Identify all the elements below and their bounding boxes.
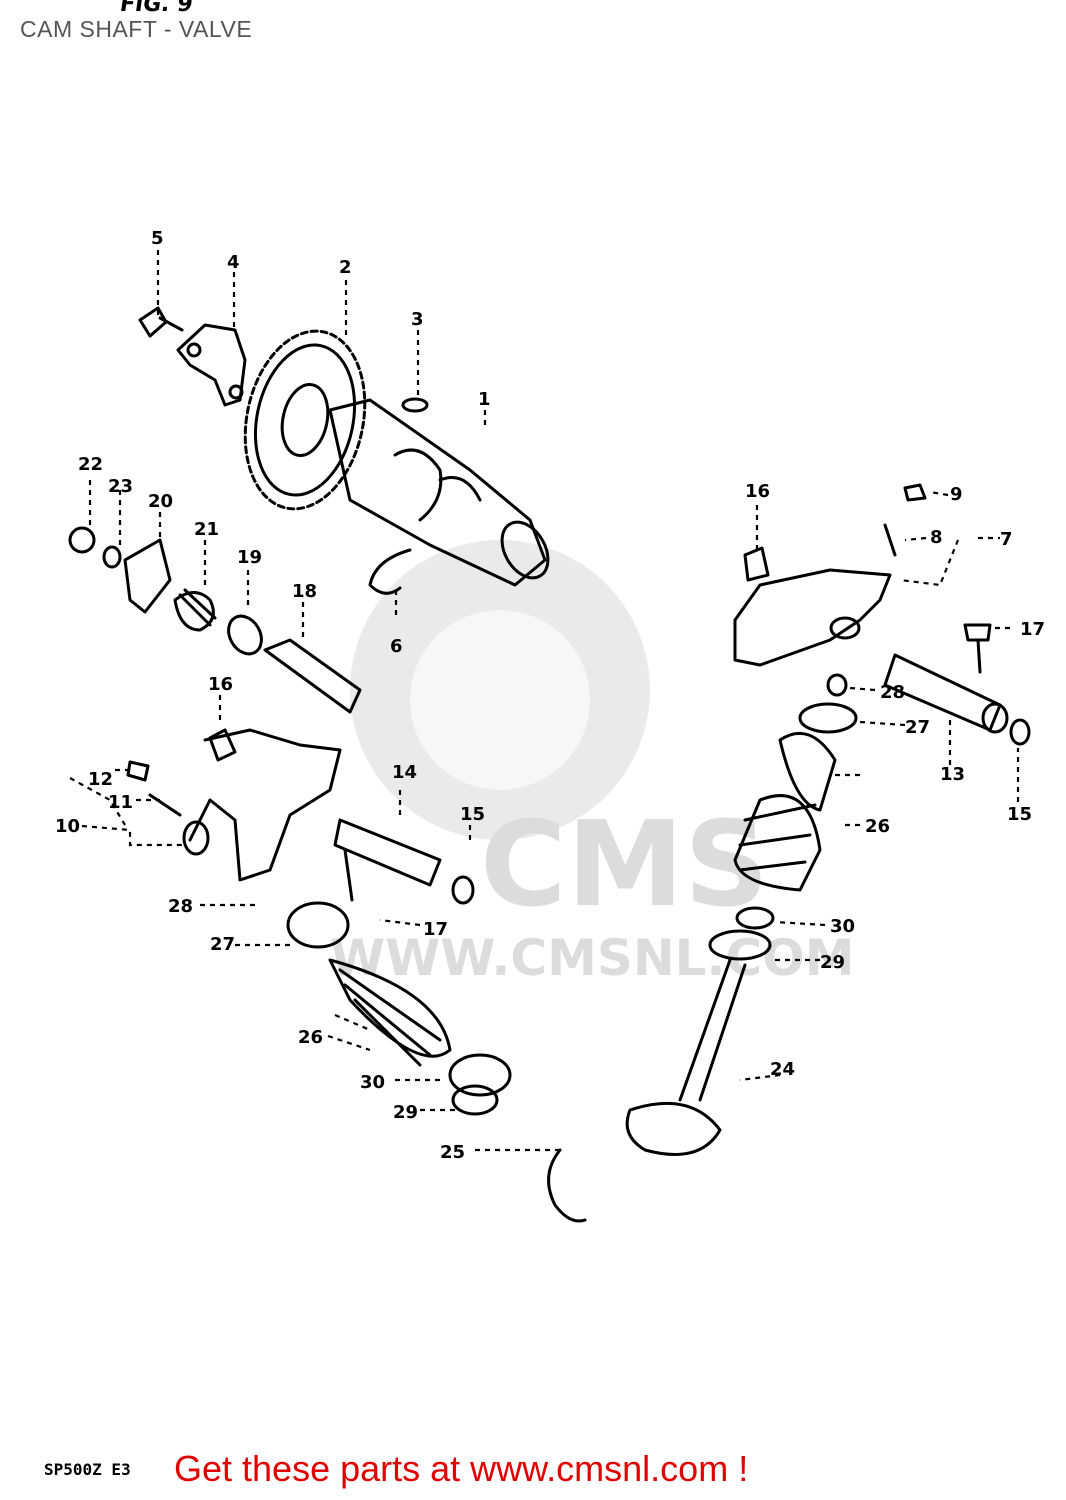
part-valve-spring-left <box>286 901 587 1223</box>
part-pin-and-clip <box>368 397 429 595</box>
callout-28-left: 28 <box>168 896 193 917</box>
part-plate-and-bolt <box>138 306 247 407</box>
callout-29-left: 29 <box>393 1102 418 1123</box>
callout-27-right: 27 <box>905 717 930 738</box>
callout-16-left: 16 <box>208 674 233 695</box>
part-rocker-arm-left <box>126 728 475 905</box>
leader-lines <box>69 250 1020 1152</box>
callout-1: 1 <box>478 389 491 410</box>
callout-13: 13 <box>940 764 965 785</box>
model-code: SP500Z E3 <box>44 1460 131 1479</box>
callout-15-left: 15 <box>460 804 485 825</box>
part-cam-sprocket <box>243 329 367 511</box>
page-title: CAM SHAFT - VALVE <box>20 16 253 42</box>
callout-26-right: 26 <box>865 816 890 837</box>
callout-22: 22 <box>78 454 103 475</box>
callout-labels: 1 2 3 4 5 6 7 8 9 10 11 12 13 14 15 15 1… <box>55 228 1045 1163</box>
callout-16-right: 16 <box>745 481 770 502</box>
callout-15-right: 15 <box>1007 804 1032 825</box>
callout-24: 24 <box>770 1059 795 1080</box>
part-rocker-arm-right <box>733 483 1031 746</box>
callout-2: 2 <box>339 257 352 278</box>
part-camshaft <box>328 398 550 587</box>
watermark: CMS WWW.CMSNL.COM <box>330 540 855 987</box>
callout-7: 7 <box>1000 529 1013 550</box>
callout-12: 12 <box>88 769 113 790</box>
callout-20: 20 <box>148 491 173 512</box>
part-valve-spring-right <box>625 673 858 1156</box>
callout-30-right: 30 <box>830 916 855 937</box>
callout-9: 9 <box>950 484 963 505</box>
callout-21: 21 <box>194 519 219 540</box>
callout-3: 3 <box>411 309 424 330</box>
watermark-url-text: WWW.CMSNL.COM <box>330 929 855 987</box>
callout-11: 11 <box>108 792 133 813</box>
callout-8: 8 <box>930 527 943 548</box>
callout-28-right: 28 <box>880 682 905 703</box>
callout-30-left: 30 <box>360 1072 385 1093</box>
part-tensioner-group <box>68 526 362 714</box>
callout-17-right: 17 <box>1020 619 1045 640</box>
callout-27-left: 27 <box>210 934 235 955</box>
callout-10: 10 <box>55 816 80 837</box>
callout-19: 19 <box>237 547 262 568</box>
get-parts-link[interactable]: Get these parts at www.cmsnl.com ! <box>174 1448 749 1489</box>
callout-5: 5 <box>151 228 164 249</box>
callout-29-right: 29 <box>820 952 845 973</box>
callout-25: 25 <box>440 1142 465 1163</box>
callout-4: 4 <box>227 252 240 273</box>
callout-18: 18 <box>292 581 317 602</box>
watermark-mascot-face-icon <box>410 610 590 790</box>
watermark-logo-text: CMS <box>480 795 769 933</box>
callout-26-left: 26 <box>298 1027 323 1048</box>
callout-17-left: 17 <box>423 919 448 940</box>
callout-6: 6 <box>390 636 403 657</box>
callout-23: 23 <box>108 476 133 497</box>
callout-14: 14 <box>392 762 417 783</box>
